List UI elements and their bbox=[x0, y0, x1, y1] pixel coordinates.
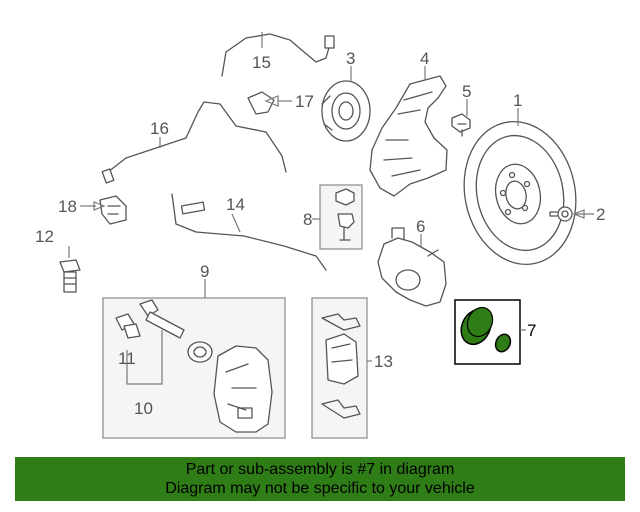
speed-sensor-cable-part bbox=[221, 33, 335, 77]
guide-bolt-part bbox=[115, 313, 141, 339]
callout-13: 13 bbox=[374, 352, 393, 371]
callout-4: 4 bbox=[420, 49, 429, 68]
cable-bracket-18-part bbox=[99, 195, 127, 225]
guide-pin-part bbox=[139, 299, 185, 339]
callout-5: 5 bbox=[462, 82, 471, 101]
bleeder-kit-part bbox=[335, 188, 355, 241]
callout-14: 14 bbox=[226, 195, 245, 214]
callout-18: 18 bbox=[58, 197, 77, 216]
callout-7: 7 bbox=[527, 321, 536, 340]
callout-17: 17 bbox=[295, 92, 314, 111]
abs-sensor-cable-part bbox=[101, 101, 287, 184]
banner-line-disclaimer: Diagram may not be specific to your vehi… bbox=[165, 480, 475, 497]
callout-6: 6 bbox=[416, 217, 425, 236]
leader-lines bbox=[68, 32, 594, 385]
brake-rotor-part bbox=[463, 121, 577, 265]
caliper-piston-part bbox=[187, 341, 213, 363]
splash-shield-part bbox=[369, 75, 448, 197]
parts-diagram: 1 2 3 4 5 6 7 8 9 10 11 12 13 14 15 16 1… bbox=[35, 32, 605, 439]
shield-bolt-part bbox=[451, 113, 471, 137]
seal-kit-small-seal bbox=[494, 333, 512, 353]
seal-kit-part bbox=[460, 306, 512, 353]
callout-8: 8 bbox=[303, 210, 312, 229]
cable-bracket-17-part bbox=[247, 91, 275, 115]
wear-sensor-part bbox=[171, 193, 327, 271]
callout-9: 9 bbox=[200, 262, 209, 281]
caliper-bolt-part bbox=[59, 259, 81, 293]
callout-16: 16 bbox=[150, 119, 169, 138]
callout-10: 10 bbox=[134, 399, 153, 418]
banner-line-part-info: Part or sub-assembly is #7 in diagram bbox=[185, 461, 455, 478]
callout-15: 15 bbox=[252, 53, 271, 72]
brake-pad-set-part bbox=[321, 313, 361, 419]
callout-11: 11 bbox=[118, 349, 136, 368]
callout-12: 12 bbox=[35, 227, 54, 246]
wheel-hub-part bbox=[321, 80, 371, 142]
diagram-notice-banner: Part or sub-assembly is #7 in diagram Di… bbox=[15, 457, 625, 501]
rotor-screw-part bbox=[549, 206, 573, 222]
caliper-housing-part bbox=[213, 345, 273, 433]
caliper-bracket-part bbox=[377, 227, 447, 307]
callout-1: 1 bbox=[513, 91, 522, 110]
callout-3: 3 bbox=[346, 49, 355, 68]
callout-2: 2 bbox=[596, 205, 605, 224]
